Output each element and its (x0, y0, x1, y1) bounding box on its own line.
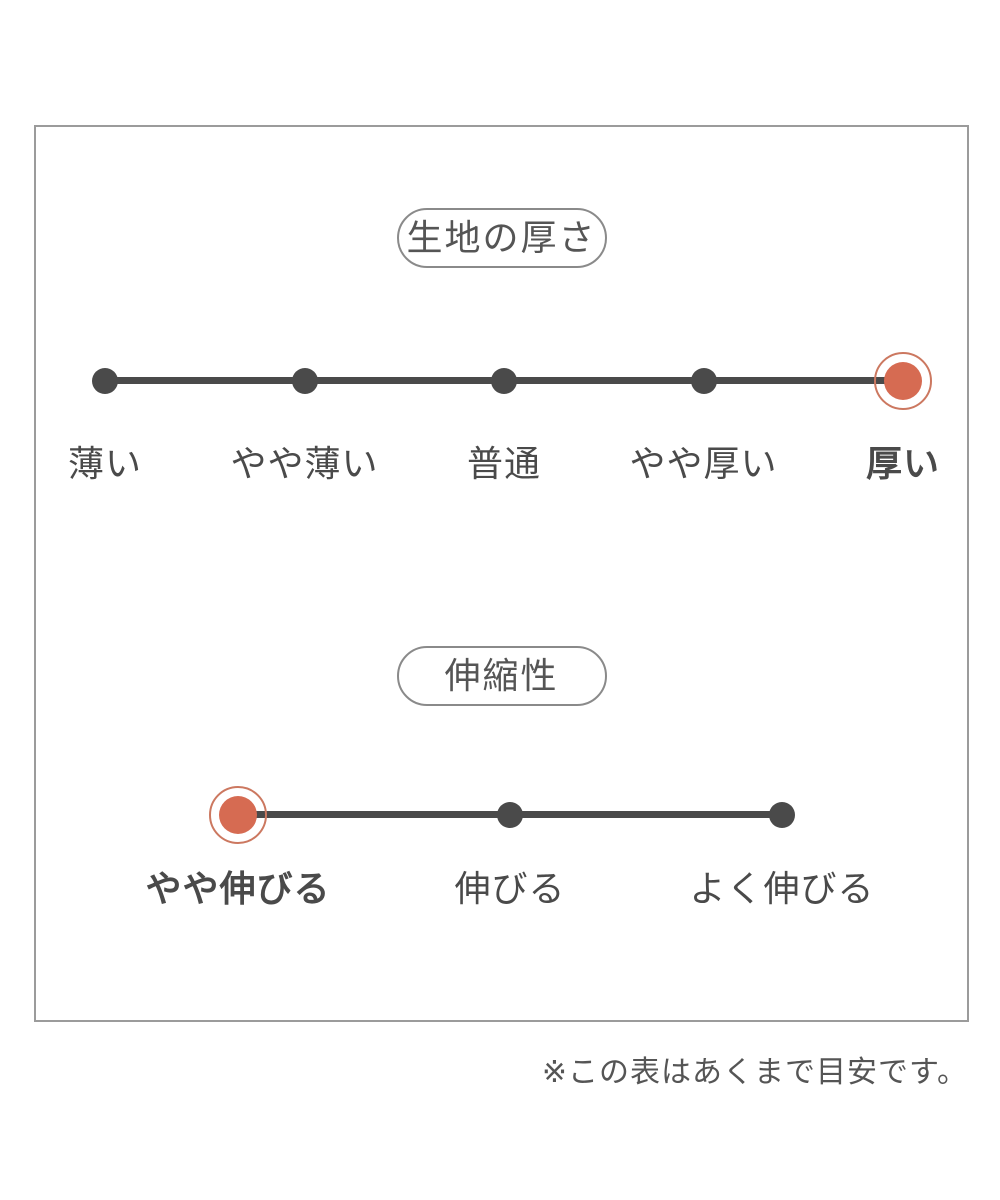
scale-title: 生地の厚さ (406, 217, 597, 258)
scale-label: よく伸びる (689, 868, 875, 909)
footnote-text: ※この表はあくまで目安です。 (541, 1056, 968, 1089)
guide-box: 生地の厚さ薄い やや薄い 普通 やや厚い 厚い伸縮性やや伸びる 伸びる よく伸びる (34, 125, 969, 1022)
scale-title: 伸縮性 (444, 655, 559, 696)
selected-ring (874, 352, 932, 410)
scale-label: やや薄い (230, 443, 379, 484)
scale-dot (690, 368, 717, 394)
scale-dot (497, 802, 523, 828)
scale-label: 普通 (466, 443, 542, 484)
scale-label: 伸びる (454, 868, 566, 909)
scale-dot (291, 368, 318, 394)
scale-title-pill: 伸縮性 (396, 646, 607, 706)
scale-dot-selected (219, 796, 257, 834)
scale-dot-selected (884, 362, 922, 400)
scale-dot (491, 368, 517, 394)
scale-label: 薄い (67, 443, 143, 484)
scale-title-pill: 生地の厚さ (396, 208, 607, 268)
scale-label-selected: 厚い (865, 443, 941, 484)
selected-ring (209, 786, 267, 844)
scale-label-selected: やや伸びる (145, 868, 331, 909)
scale-label: やや厚い (629, 443, 778, 484)
scale-dot (92, 368, 118, 394)
scale-dot (769, 802, 795, 828)
